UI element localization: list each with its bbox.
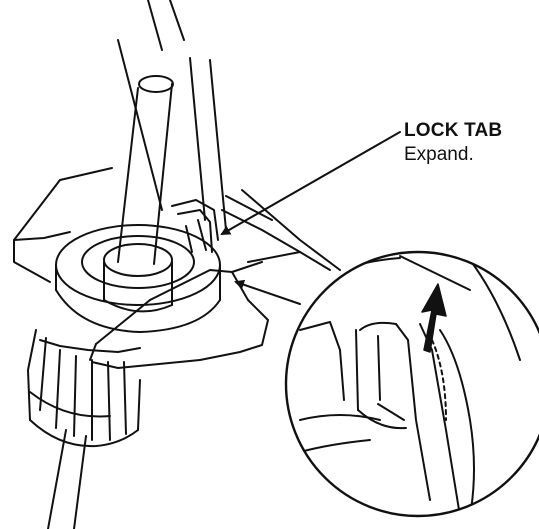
- frame-lines: [117, 0, 341, 271]
- callout-instruction: Expand.: [404, 144, 474, 165]
- zoom-circle: [284, 250, 539, 518]
- collar: [55, 224, 221, 333]
- lock-tab: [171, 199, 219, 253]
- zoom-detail: [295, 252, 521, 516]
- rod: [47, 75, 174, 529]
- zoom-pointer-arrow: [234, 279, 301, 305]
- dashed-guide: [431, 339, 447, 421]
- callout-leader: [220, 131, 401, 235]
- knurled-nut: [27, 329, 141, 448]
- expand-arrow-icon: [421, 283, 447, 353]
- bracket-plate: [13, 167, 331, 369]
- callout-title: LOCK TAB: [404, 120, 503, 141]
